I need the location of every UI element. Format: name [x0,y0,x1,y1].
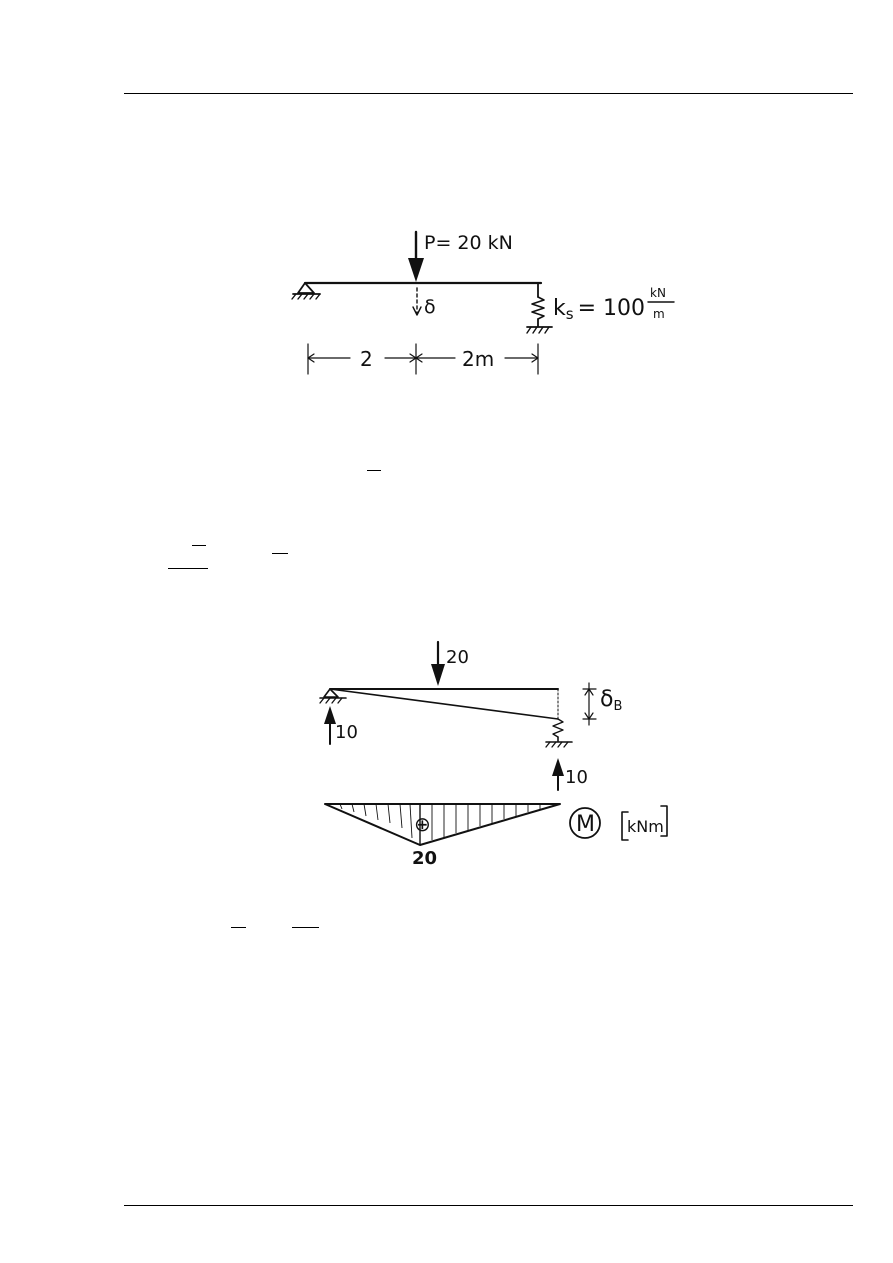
unit-denominator: m [653,307,665,321]
bending-moment-diagram [324,803,561,846]
moment-unit: kNm [627,817,664,836]
footer-rule [124,1205,853,1206]
dimension-right-label: 2m [462,347,494,371]
positive-sign: ⊕ [414,812,431,836]
beam-deflected [329,688,559,720]
deflection-moment-figure: 20 10 10 δB [319,640,668,869]
header-rule [124,93,853,94]
fraction-bar [292,927,319,928]
fraction-bar [367,470,381,471]
unit-numerator: kN [650,286,666,300]
fraction-bar [272,553,288,554]
deflection-b-label: δB [600,687,622,714]
load-label: P= 20 kN [424,232,513,254]
pin-support-left [291,282,321,300]
deflection-arrow [412,287,422,316]
reaction-arrow-left [324,706,336,745]
pin-support-left [319,688,347,704]
deflection-dimension [582,682,597,726]
load-value: 20 [446,647,469,668]
moment-circle [569,807,601,839]
reaction-right-value: 10 [565,767,588,788]
moment-symbol: M [576,812,595,837]
load-arrow [431,640,445,686]
dimension-left-label: 2 [360,347,373,371]
spring-support-right [526,282,553,334]
fraction-bar [168,568,208,569]
fraction-bar [231,927,246,928]
spring-support-right [545,688,573,748]
reaction-left-value: 10 [335,722,358,743]
dimension-line [307,343,539,375]
beam-spring-figure: P= 20 kN δ ks= 100 kN m 2 2m [291,230,675,375]
spring-stiffness-label: ks= 100 [553,296,645,323]
fraction-bar [192,545,206,546]
deflection-symbol: δ [424,296,436,318]
moment-peak-value: 20 [412,848,437,869]
load-arrow [408,230,424,282]
reaction-arrow-right [552,758,564,791]
